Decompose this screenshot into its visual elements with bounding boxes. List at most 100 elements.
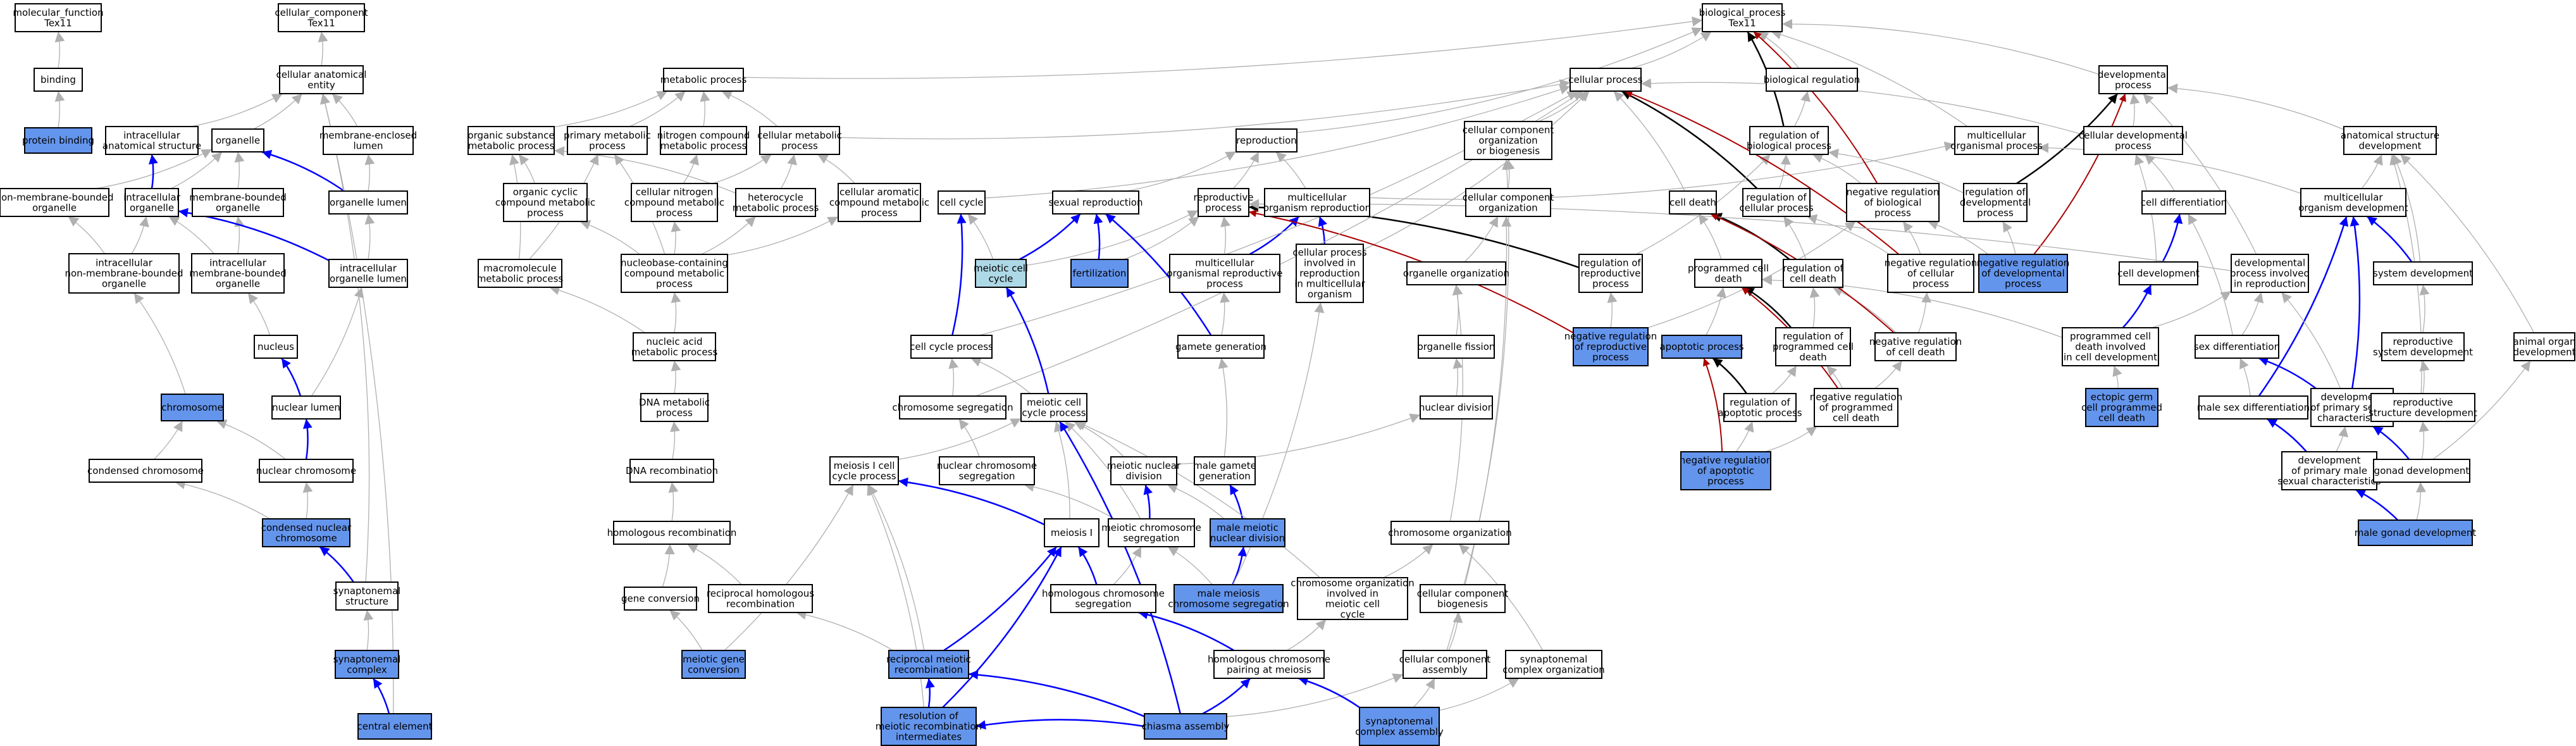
go-term-node-orgfis[interactable]: organelle fission [1418,335,1495,359]
go-term-node-gamgen[interactable]: gamete generation [1175,335,1266,359]
go-term-node-celldiff[interactable]: cell differentiation [2141,190,2227,214]
go-term-node-meiosisI[interactable]: meiosis I [1044,518,1099,547]
go-term-node-nucchr[interactable]: nuclear chromosome [256,459,356,483]
go-term-node-dnarec[interactable]: DNA recombination [626,459,718,483]
go-term-node-chiasma[interactable]: chiasma assembly [1142,713,1230,740]
go-term-node-msd[interactable]: male sex differentiation [2197,395,2310,420]
go-term-node-bioreg[interactable]: biological regulation [1764,68,1860,92]
go-term-node-nlumen[interactable]: nuclear lumen [271,395,341,420]
go-term-node-ol[interactable]: organelle lumen [328,190,408,214]
go-term-node-cellcycle[interactable]: cell cycle [938,190,986,214]
go-term-node-chrorg[interactable]: chromosome organization [1388,521,1512,545]
go-term-node-protbind[interactable]: protein binding [22,127,94,154]
go-term-node-homrec[interactable]: homologous recombination [607,521,737,545]
go-term-node-inmbo[interactable]: intracellularnon-membrane-boundedorganel… [65,253,183,294]
go-term-node-gonaddev[interactable]: gonad development [2373,459,2470,483]
go-term-node-condchr[interactable]: condensed chromosome [87,459,204,483]
go-term-node-celldev[interactable]: cell development [2117,261,2200,285]
go-term-node-cellproc[interactable]: cellular process [1568,68,1643,92]
go-term-node-geneconv[interactable]: gene conversion [621,587,700,611]
go-term-node-mgd[interactable]: male gonad development [2355,519,2477,546]
go-term-node-sysdev[interactable]: system development [2373,261,2473,285]
go-term-node-repro[interactable]: reproduction [1235,128,1297,152]
go-term-node-nucdiv[interactable]: nuclear division [1419,395,1494,420]
go-term-node-nucleus[interactable]: nucleus [254,335,298,359]
go-term-node-ccp[interactable]: cell cycle process [910,335,993,359]
go-term-node-celldeath[interactable]: cell death [1669,190,1717,214]
go-term-node-orgorg[interactable]: organelle organization [1403,261,1509,285]
go-term-node-chrseg[interactable]: chromosome segregation [892,395,1013,420]
go-term-node-chromosome[interactable]: chromosome [161,394,224,421]
go-term-node-fert[interactable]: fertilization [1070,259,1129,288]
